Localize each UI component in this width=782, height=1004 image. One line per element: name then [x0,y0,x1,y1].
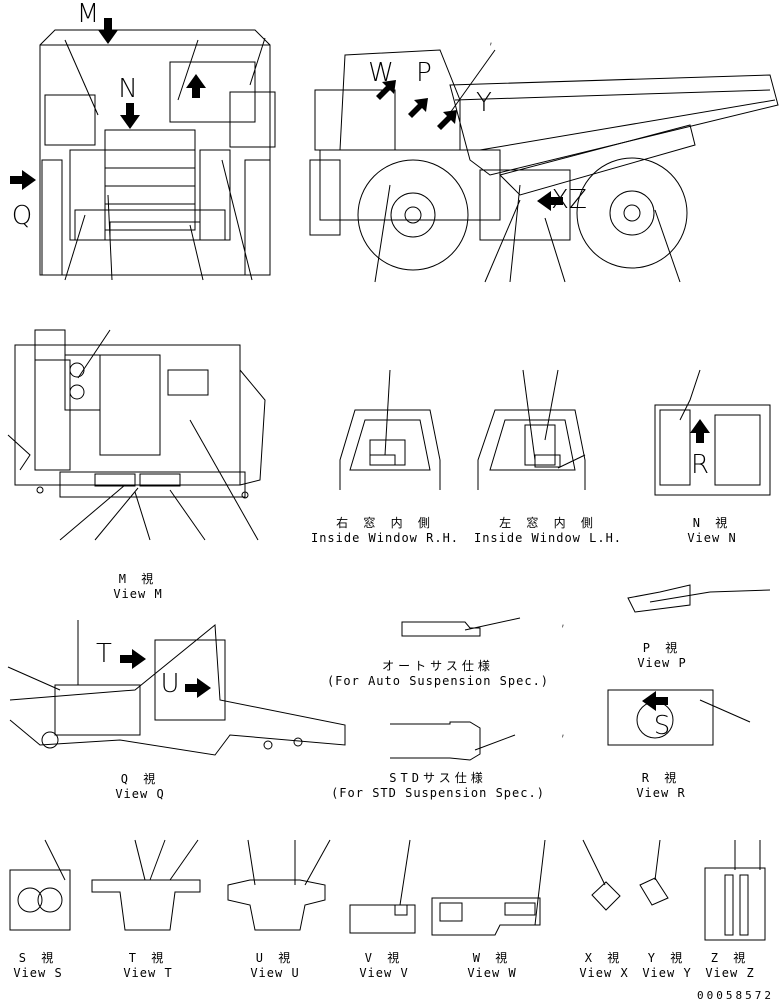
view-letter-r: R [690,450,710,480]
view-letter-t: T [96,639,112,669]
view-v-drawing [349,839,416,934]
inside-window-rh-drawing [339,369,441,490]
view-q-drawing [7,620,346,756]
view-letter-n: N [118,74,138,104]
truck-side-view [309,49,779,271]
view-y-drawing [639,839,669,906]
view-letter-q: Q [11,201,33,231]
view-u-drawing [227,839,331,931]
caption-std-suspension: STDサス仕様(For STD Suspension Spec.) [331,771,545,800]
view-letter-x: X [551,185,569,215]
std-suspension-drawing [390,721,516,761]
comma-mark: , [560,720,566,740]
view-arrows [10,18,710,711]
view-letter-s: S [653,711,671,741]
comma-mark: , [488,28,494,48]
side-leader-lines [374,49,681,283]
view-p-drawing [627,584,771,613]
view-letter-z: Z [569,185,587,215]
view-z-drawing [704,840,766,941]
view-letter-m: M [76,0,100,29]
view-w-drawing [431,839,546,936]
front-leader-lines [64,37,266,281]
view-r-drawing [607,689,751,746]
truck-front-view [39,29,276,276]
view-x-drawing [582,839,621,911]
view-s-drawing [9,839,71,931]
view-m-drawing [7,329,266,499]
view-letter-y: Y [476,88,492,118]
inside-window-lh-drawing [477,369,586,490]
view-n-drawing [654,369,771,496]
comma-mark: , [560,610,566,630]
auto-suspension-drawing [401,617,521,637]
view-m-leader-lines [59,329,259,541]
view-letter-p: P [416,58,432,88]
view-t-drawing [91,839,201,931]
document-number: 00058572 [697,989,774,1002]
view-letter-u: U [160,669,180,699]
view-letter-w: W [368,58,394,88]
caption-auto-suspension: オートサス仕様(For Auto Suspension Spec.) [326,659,550,688]
